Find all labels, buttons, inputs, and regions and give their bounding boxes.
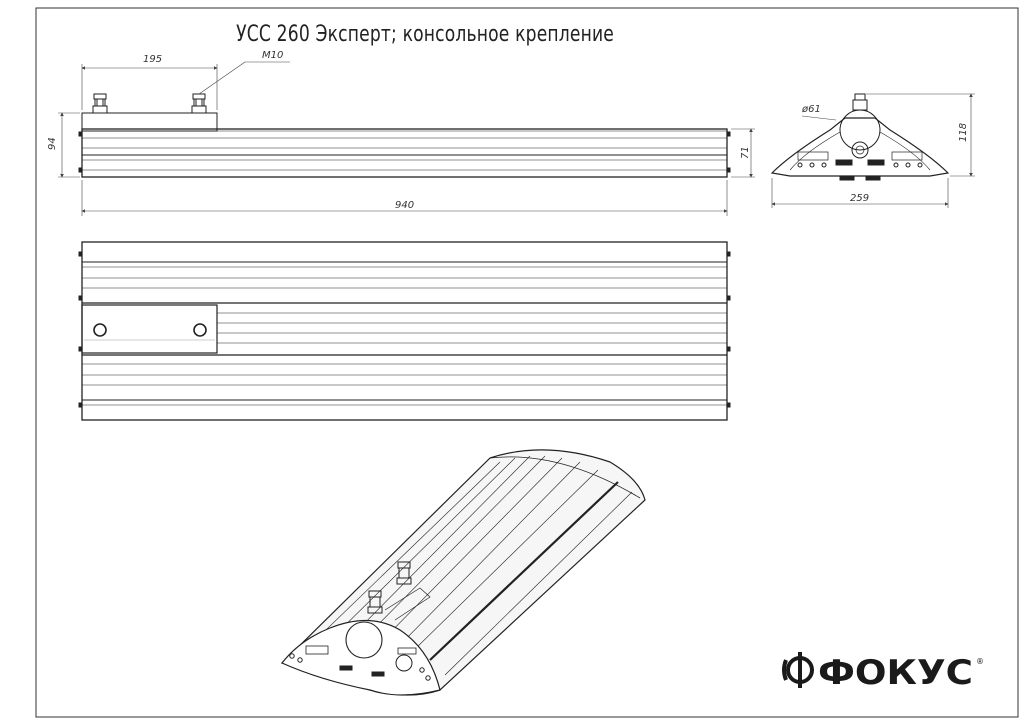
sheet-frame <box>35 7 1019 718</box>
dim-end-width: 259 <box>850 193 869 204</box>
side-dimensions <box>58 61 755 216</box>
dim-mount-spacing: 195 <box>143 54 162 65</box>
side-bracket <box>81 112 218 132</box>
registered-mark: ® <box>976 657 984 666</box>
drawing-title: УСС 260 Эксперт; консольное крепление <box>236 22 615 47</box>
iso-bolt-back <box>396 561 412 585</box>
side-view <box>78 93 731 178</box>
dim-thread: M10 <box>262 50 283 61</box>
iso-bolt-front <box>367 590 383 614</box>
top-bracket <box>81 304 218 354</box>
dim-height-total: 94 <box>47 137 58 150</box>
brand-name: ФОКУС <box>818 653 973 693</box>
mount-hole-left <box>93 323 107 337</box>
top-body <box>81 241 728 421</box>
dim-diameter: ø61 <box>801 104 821 115</box>
dim-length: 940 <box>395 200 414 211</box>
side-body <box>81 128 728 178</box>
dim-height-body: 71 <box>740 146 751 159</box>
end-view <box>770 93 950 181</box>
bolt-left <box>92 93 108 114</box>
bolt-right <box>191 93 207 114</box>
top-view <box>78 241 731 421</box>
logo-emblem-icon <box>782 652 814 688</box>
brand-logo: ФОКУС ® <box>782 652 984 693</box>
isometric-view <box>280 449 646 696</box>
mount-hole-right <box>193 323 207 337</box>
dim-end-height: 118 <box>958 123 969 142</box>
end-tube <box>839 109 881 151</box>
end-dimensions <box>771 93 975 208</box>
